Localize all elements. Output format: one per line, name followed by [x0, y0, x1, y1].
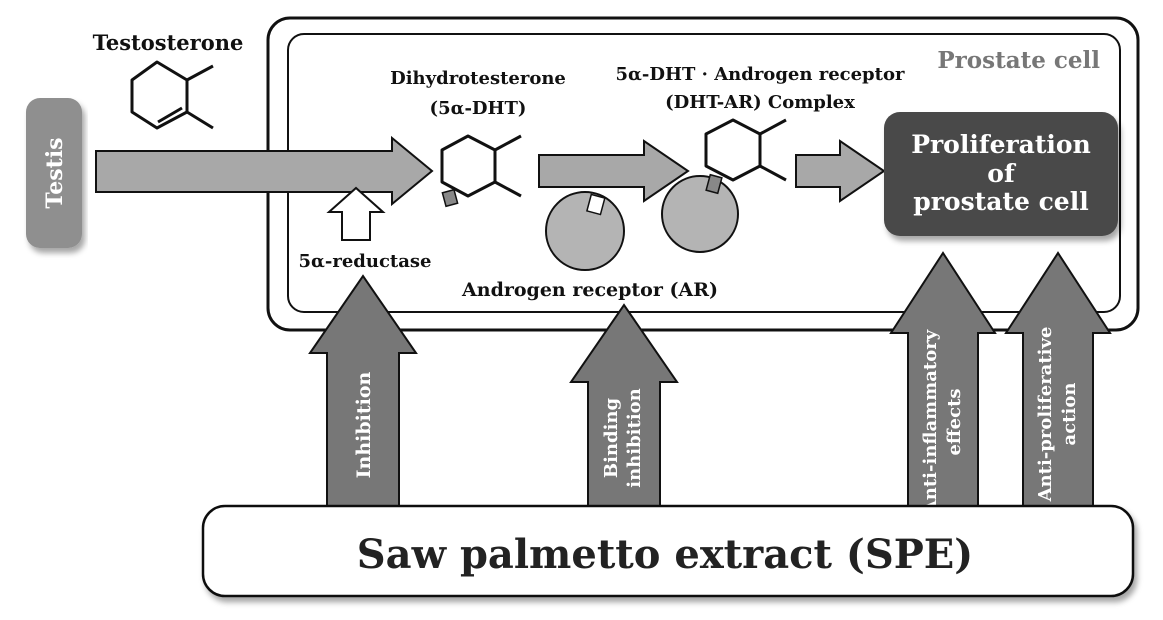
anti-inflammatory-label-line2: effects: [944, 388, 965, 455]
anti-proliferative-label-line1: Anti-proliferative: [1035, 327, 1056, 503]
conversion-arrow: [95, 135, 434, 207]
prostate-cell-label: Prostate cell: [937, 47, 1100, 74]
proliferation-label-line1: Proliferation: [911, 130, 1091, 159]
anti-proliferative-arrow: [1004, 251, 1112, 511]
inhibition-label: Inhibition: [353, 371, 375, 478]
testis-label: Testis: [42, 137, 68, 208]
spe-label: Saw palmetto extract (SPE): [357, 531, 973, 578]
reductase-arrow-icon: [326, 186, 386, 241]
binding-arrow: [538, 139, 690, 203]
androgen-receptor-label: Androgen receptor (AR): [461, 279, 718, 301]
proliferation-label-line3: prostate cell: [913, 187, 1088, 216]
dht-label-line2: (5α-DHT): [430, 98, 527, 119]
proliferation-label-line2: of: [987, 159, 1017, 188]
complex-label-line1: 5α-DHT · Androgen receptor: [616, 64, 905, 85]
reductase-label: 5α-reductase: [299, 251, 432, 272]
dht-label-line1: Dihydrotesterone: [390, 68, 566, 89]
dht-molecule-icon: [440, 134, 522, 208]
testosterone-molecule-icon: [130, 60, 214, 130]
binding-inhibition-label-line2: inhibition: [624, 388, 645, 488]
anti-inflammatory-label-line1: Anti-inflammatory: [920, 329, 941, 515]
testosterone-label: Testosterone: [93, 30, 244, 55]
testis-box: [26, 98, 82, 248]
anti-inflammatory-arrow: [889, 251, 997, 511]
spe-box: [201, 504, 1135, 598]
proliferation-box: [884, 112, 1118, 236]
complex-label-line2: (DHT-AR) Complex: [665, 92, 855, 113]
proliferation-arrow: [795, 139, 886, 203]
binding-inhibition-label-line1: Binding: [601, 397, 622, 478]
androgen-receptor-icon: [545, 191, 625, 271]
anti-proliferative-label-line2: action: [1059, 383, 1080, 446]
binding-inhibition-arrow: [569, 303, 679, 511]
inhibition-arrow: [308, 274, 418, 511]
dht-ar-complex-icon: [661, 118, 787, 253]
